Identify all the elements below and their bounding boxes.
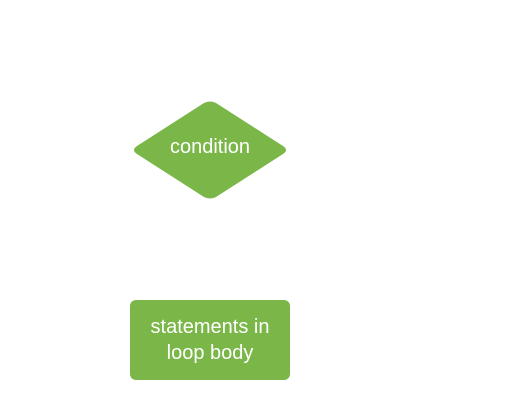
loop-body-label: statements in loop body: [150, 316, 270, 364]
condition-decision-node[interactable]: condition: [131, 100, 289, 200]
condition-label: condition: [169, 136, 251, 158]
decision-diamond-shape: [134, 101, 286, 199]
loop-body-process-node[interactable]: statements in loop body: [130, 300, 290, 380]
diamond-fill: [134, 101, 286, 199]
